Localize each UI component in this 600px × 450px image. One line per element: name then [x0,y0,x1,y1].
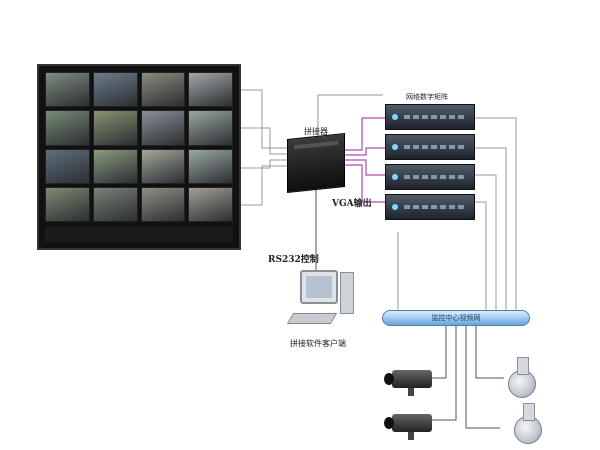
rs232-label: RS232控制 [268,255,319,265]
rack-net-line-1 [475,117,517,310]
wall-screen [188,186,233,222]
camera-line-1 [432,326,447,379]
wall-screen [140,110,186,146]
client-tower-icon [340,272,354,314]
vga-line-1 [343,117,385,151]
network-label: 监控中心视频网 [431,314,481,322]
rack-unit [385,194,475,220]
rack-led [392,144,398,150]
camera-line-2 [432,326,457,421]
video-wall [37,64,241,250]
wall-screen [188,72,233,108]
wall-screen [92,72,138,108]
splicer-device [287,132,345,194]
rack-unit [385,104,475,130]
vga-output-label: VGA输出 [332,199,372,209]
rack-unit [385,134,475,160]
client-keyboard-icon [286,313,338,324]
wall-link-line-4 [241,165,287,206]
splicer-label: 拼接器 [304,127,328,136]
wall-screen [140,186,186,222]
nvr-matrix-label: 网络数字矩阵 [406,93,448,101]
wall-screen [92,186,138,222]
dome-camera-icon [508,357,536,398]
wall-link-line-1 [241,89,287,149]
box-camera-icon [384,370,432,396]
nvr-matrix-rack [385,104,475,224]
rack-slots [404,205,466,209]
wall-link-line-2 [241,127,287,155]
rack-led [392,114,398,120]
rack-slots [404,115,466,119]
rack-net-line-2 [475,147,507,310]
rack-unit [385,164,475,190]
rack-net-line-3 [475,174,497,310]
client-label: 拼接软件客户端 [290,339,346,348]
splicer-to-rack-line [317,94,383,136]
dome-camera-icon [514,403,542,444]
network-bus: 监控中心视频网 [382,310,530,326]
vga-line-4 [343,164,385,203]
wall-screen [92,110,138,146]
wall-screen [45,186,90,222]
rack-slots [404,175,466,179]
wall-screen [188,148,233,184]
rack-led [392,204,398,210]
rack-slots [404,145,466,149]
vga-line-3 [343,159,385,176]
camera-line-4 [465,326,500,429]
wall-screen [92,148,138,184]
wall-screen [45,110,90,146]
wall-screen [140,72,186,108]
client-monitor-icon [300,270,338,304]
wall-screen [188,110,233,146]
wall-screen [140,148,186,184]
wall-link-line-3 [241,159,287,169]
rack-led [392,174,398,180]
video-wall-grid [45,72,233,222]
wall-screen [45,72,90,108]
camera-line-3 [475,326,504,379]
rack-net-line-4 [475,201,487,310]
wall-screen [45,148,90,184]
vga-line-2 [343,147,385,156]
video-wall-base [45,226,233,242]
box-camera-icon [384,414,432,440]
